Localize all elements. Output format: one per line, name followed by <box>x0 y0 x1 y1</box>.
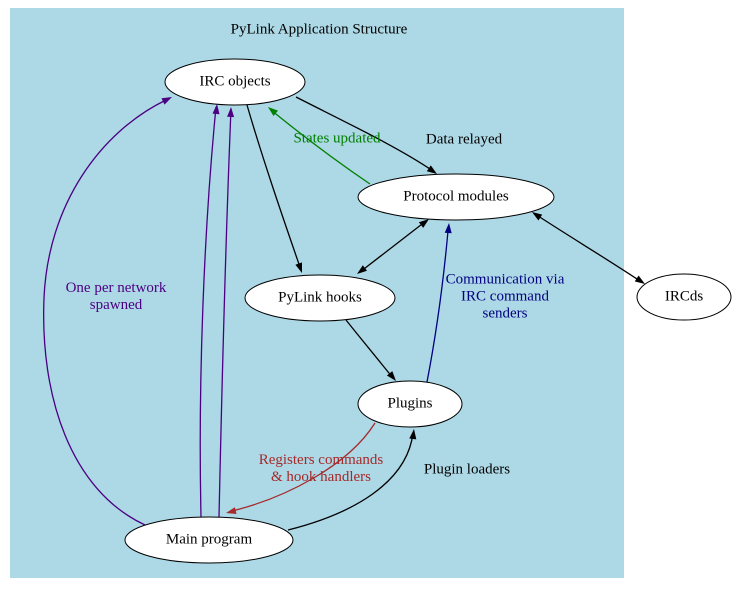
edge-protocol-hooks-arrowhead-lower <box>357 265 367 274</box>
edge-protocol-to-irc <box>270 109 371 185</box>
edge-plugins-to-protocol <box>426 230 449 383</box>
edge-label-plugin-loaders: Plugin loaders <box>423 461 511 478</box>
edge-main-to-irc-3 <box>218 108 232 518</box>
node-plugins-label: Plugins <box>387 395 433 412</box>
edge-main-to-plugins-arrowhead <box>409 429 417 440</box>
edge-plugins-to-main <box>231 422 376 512</box>
edge-main-to-irc-3-arrowhead <box>227 107 235 118</box>
edge-label-data-relayed: Data relayed <box>425 131 503 148</box>
node-protocol-modules <box>357 173 555 221</box>
edge-label-registers-commands: Registers commands & hook handlers <box>258 452 384 485</box>
edge-protocol-ircds-arrowhead-right <box>634 275 645 284</box>
edge-main-to-irc-2-arrowhead <box>212 104 220 115</box>
edge-main-to-irc-2 <box>199 106 217 518</box>
edge-main-to-irc-1 <box>42 99 167 526</box>
diagram-title: PyLink Application Structure <box>230 21 408 38</box>
edge-label-states-updated: States updated <box>293 130 381 147</box>
edge-protocol-ircds-arrowhead-left <box>532 212 543 221</box>
edge-protocol-to-irc-arrowhead <box>268 107 278 116</box>
node-plugins <box>357 380 463 428</box>
edge-hooks-to-plugins-arrowhead <box>386 371 396 381</box>
node-irc-objects <box>164 58 306 106</box>
node-protocol-modules-label: Protocol modules <box>403 188 509 205</box>
edge-protocol-hooks <box>359 220 427 273</box>
edge-irc-to-hooks <box>246 104 302 271</box>
node-pylink-hooks <box>244 274 396 322</box>
edge-label-one-per-network: One per network spawned <box>65 280 167 313</box>
node-irc-objects-label: IRC objects <box>199 73 271 90</box>
edge-irc-to-hooks-arrowhead <box>295 262 302 273</box>
edge-plugins-to-protocol-arrowhead <box>444 223 452 234</box>
edge-hooks-to-plugins <box>345 319 394 379</box>
node-ircds <box>636 273 732 321</box>
edge-protocol-hooks-arrowhead-upper <box>418 219 429 228</box>
node-main-program-label: Main program <box>165 531 253 548</box>
edge-protocol-ircds <box>534 213 641 282</box>
edge-plugins-to-main-arrowhead <box>226 507 237 514</box>
edge-main-to-irc-1-arrowhead <box>161 97 172 105</box>
node-ircds-label: IRCds <box>664 288 704 305</box>
edge-irc-to-protocol <box>295 96 434 172</box>
node-pylink-hooks-label: PyLink hooks <box>278 289 362 306</box>
edge-label-communication: Communication via IRC command senders <box>445 271 565 322</box>
edge-main-to-plugins <box>287 432 414 531</box>
node-main-program <box>124 516 294 564</box>
edge-irc-to-protocol-arrowhead <box>426 165 437 174</box>
